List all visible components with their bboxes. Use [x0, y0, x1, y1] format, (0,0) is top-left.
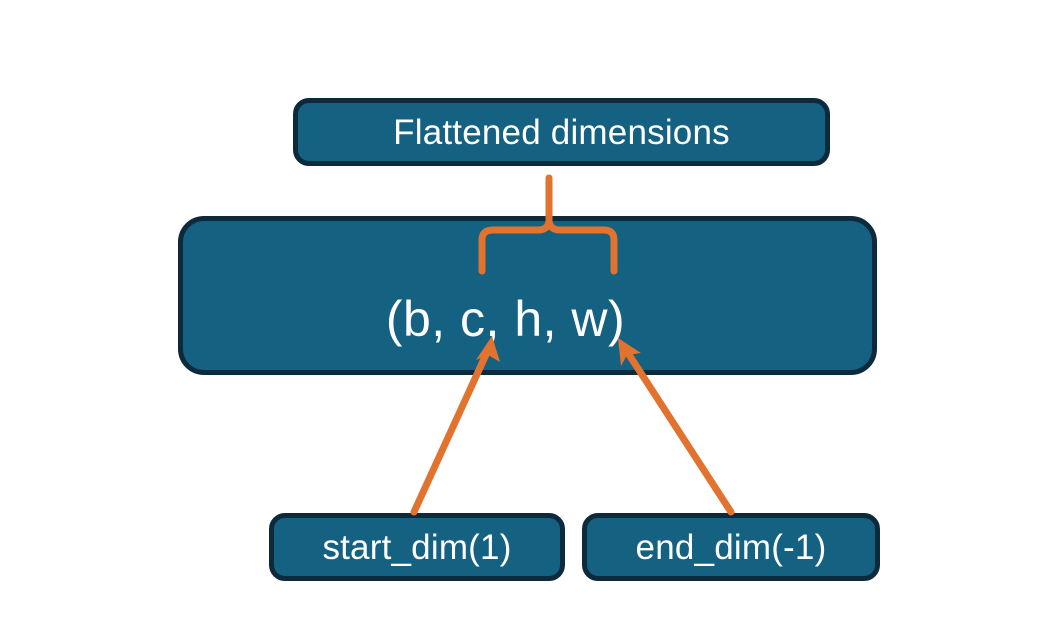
- start-dim-box: start_dim(1): [269, 513, 565, 581]
- flattened-dimensions-box: Flattened dimensions: [293, 98, 830, 166]
- end-dim-box: end_dim(-1): [582, 513, 880, 581]
- tensor-shape-box: (b, c, h, w): [178, 216, 877, 375]
- flattened-dimensions-label: Flattened dimensions: [393, 112, 730, 152]
- end-dim-label: end_dim(-1): [635, 527, 827, 567]
- start-dim-label: start_dim(1): [322, 527, 512, 567]
- tensor-shape-label: (b, c, h, w): [385, 291, 626, 347]
